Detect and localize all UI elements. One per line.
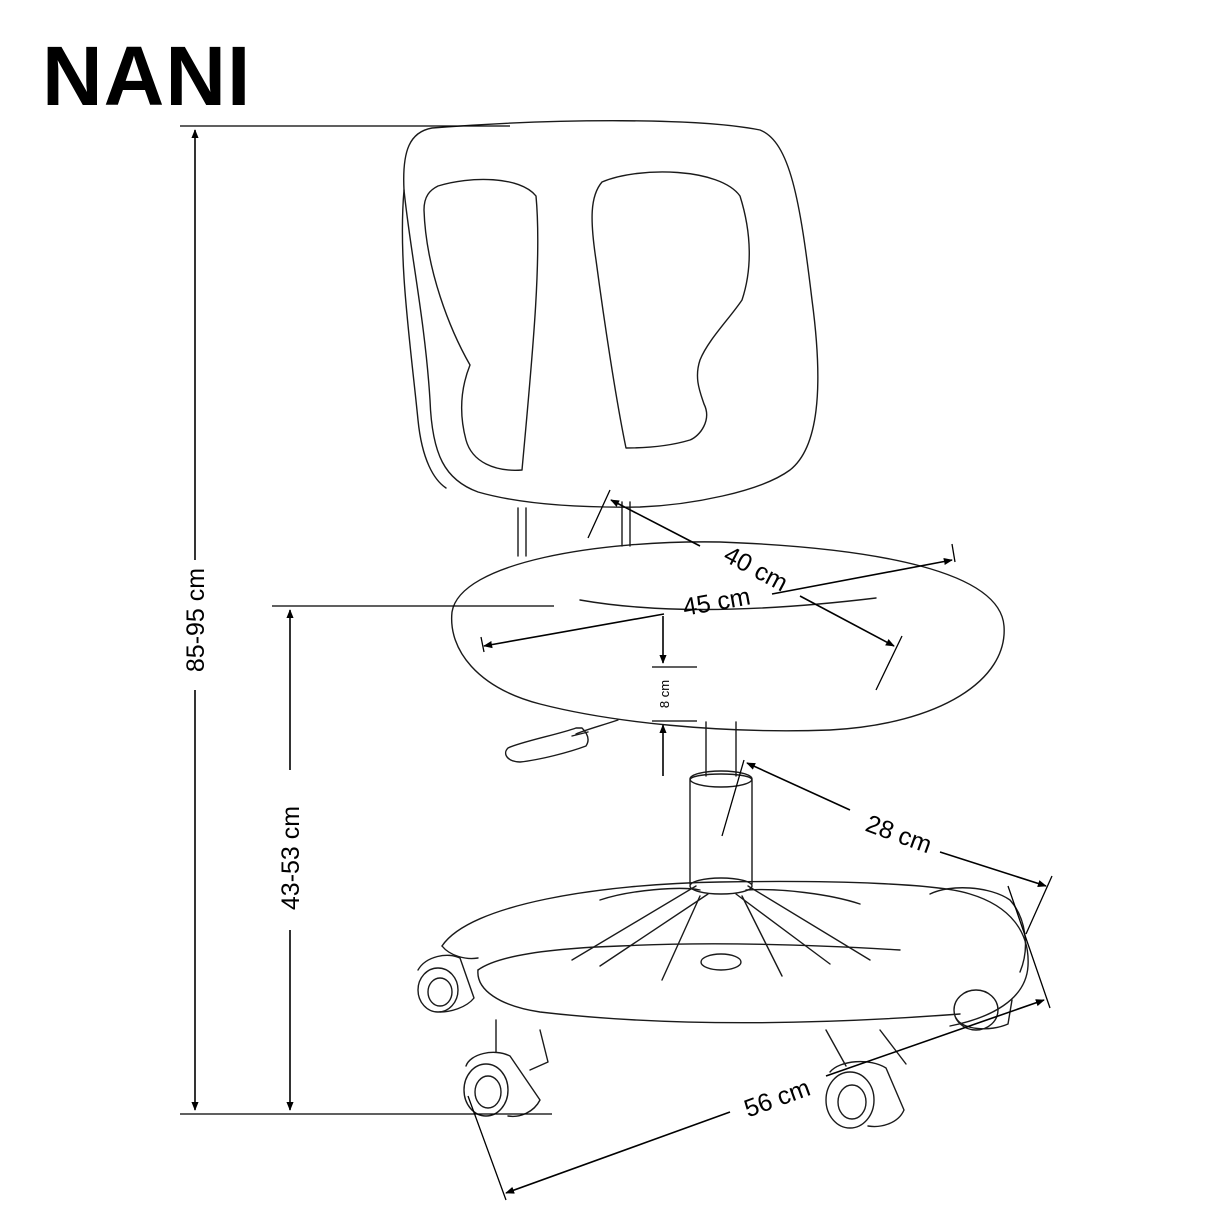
caster-left: [417, 954, 475, 1013]
base-radius-label: 28 cm: [862, 810, 936, 860]
chair-outline: [401, 120, 1029, 1129]
seat-height-label: 43-53 cm: [277, 806, 305, 910]
caster-front-right: [825, 1029, 907, 1129]
dimension-total-height: 85-95 cm: [180, 125, 552, 1115]
product-title: NANI: [42, 29, 252, 123]
gas-column: [689, 721, 753, 895]
star-base: [571, 885, 871, 981]
caster-right: [953, 989, 1013, 1031]
dimension-seat-width: 45 cm: [480, 543, 956, 653]
seat-width-label: 45 cm: [681, 582, 753, 621]
height-lever: [504, 719, 619, 763]
dimension-base-diameter: 56 cm: [467, 885, 1051, 1201]
footrest-ring: [441, 880, 1029, 1027]
dimension-seat-thickness: 8 cm: [652, 616, 697, 776]
total-height-label: 85-95 cm: [182, 568, 210, 672]
dimension-base-radius: 28 cm: [721, 759, 1053, 935]
caster-front-left: [463, 1019, 549, 1118]
seat: [450, 541, 1005, 732]
seat-thickness-label: 8 cm: [657, 680, 672, 708]
backrest: [401, 120, 819, 557]
base-diameter-label: 56 cm: [740, 1074, 814, 1124]
dimension-seat-height: 43-53 cm: [272, 605, 554, 1111]
